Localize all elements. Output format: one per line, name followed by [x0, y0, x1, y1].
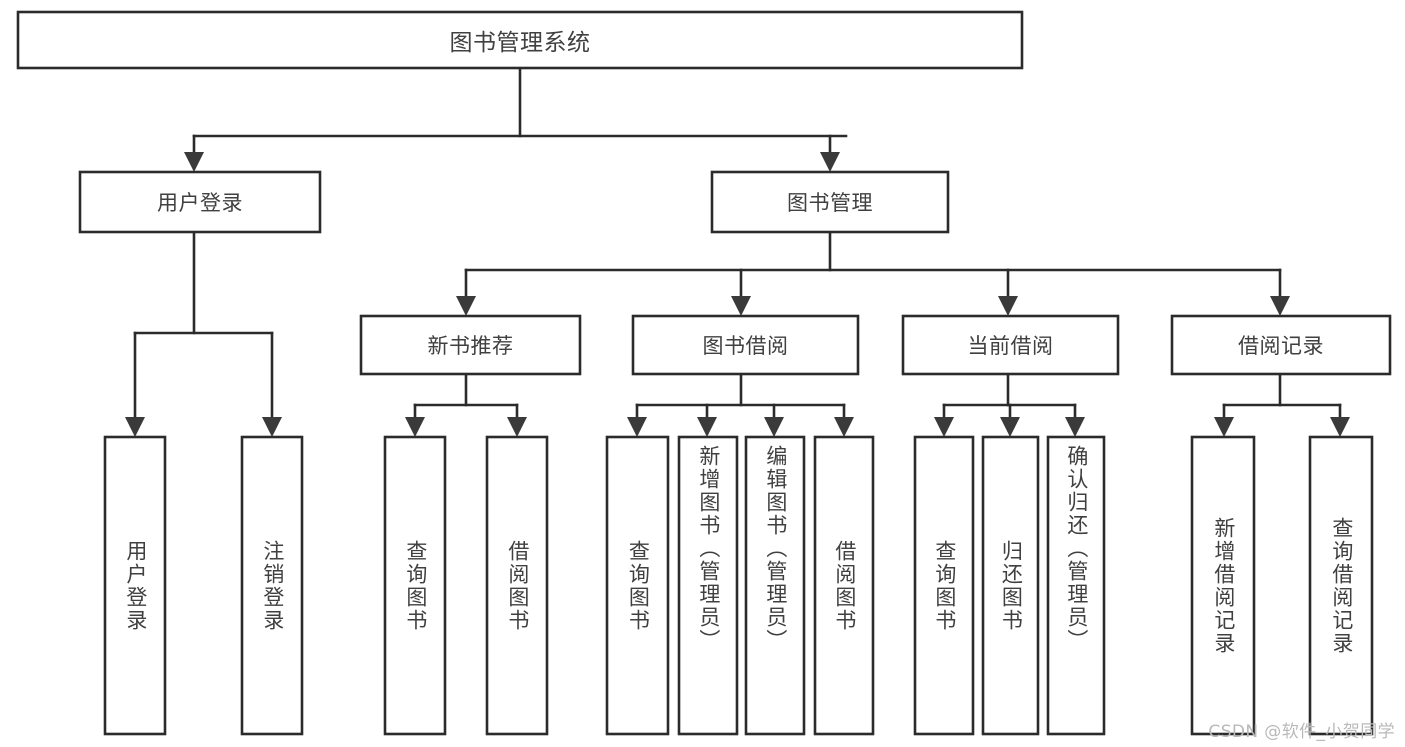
node-box-user-login[interactable] [78, 170, 322, 234]
connector-new-book-recommend-to-leaves [405, 372, 527, 437]
node-box-leaf-query-book-1[interactable] [383, 435, 447, 736]
connector-current-borrow-to-leaves [934, 372, 1085, 437]
node-box-borrow-record[interactable] [1170, 314, 1392, 376]
node-box-leaf-logout-login[interactable] [240, 435, 304, 736]
node-box-leaf-user-login[interactable] [103, 435, 167, 736]
node-box-leaf-return-book[interactable] [981, 435, 1040, 736]
connector-user-login-to-leaves [125, 230, 282, 437]
node-box-leaf-add-borrow-record[interactable] [1190, 435, 1256, 736]
csdn-watermark: CSDN @软件_小贺同学 [1208, 722, 1395, 742]
connector-book-borrow-to-leaves [627, 372, 854, 437]
node-box-leaf-confirm-return-admin[interactable] [1046, 435, 1106, 736]
connector-root-to-level2 [184, 66, 848, 172]
connector-book-management-to-level3 [456, 230, 1290, 316]
node-box-leaf-edit-book-admin[interactable] [744, 435, 806, 736]
node-box-book-management[interactable] [710, 170, 950, 234]
node-box-new-book-recommend[interactable] [359, 314, 582, 376]
node-box-leaf-query-borrow-record[interactable] [1308, 435, 1374, 736]
node-box-leaf-borrow-book-1[interactable] [485, 435, 549, 736]
node-box-book-borrow[interactable] [631, 314, 860, 376]
node-box-leaf-query-book-3[interactable] [913, 435, 975, 736]
node-box-current-borrow[interactable] [901, 314, 1120, 376]
node-box-leaf-query-book-2[interactable] [605, 435, 670, 736]
node-box-root[interactable] [16, 10, 1024, 70]
connector-borrow-record-to-leaves [1214, 372, 1350, 437]
node-box-leaf-add-book-admin[interactable] [677, 435, 739, 736]
node-box-leaf-borrow-book-2[interactable] [813, 435, 875, 736]
